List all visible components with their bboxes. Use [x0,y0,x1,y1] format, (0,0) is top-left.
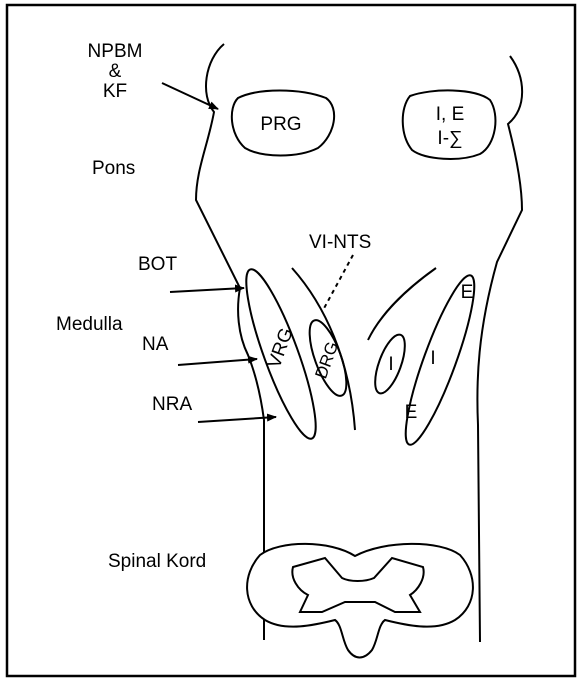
label-npbm: NPBM [88,41,143,62]
brainstem-outline-right [477,56,522,642]
label-ie-line2: I-∑ [437,128,462,149]
label-vi-nts: VI-NTS [309,232,371,253]
label-e-top: E [461,282,474,303]
label-i-mid: I [430,348,435,369]
label-na: NA [142,334,169,355]
label-e-bottom: E [405,402,418,423]
label-drg: DRG [311,339,342,381]
label-bot: BOT [138,254,177,275]
arrow-bot [170,288,244,292]
label-pons: Pons [92,158,135,179]
arrow-npbm-kf [162,83,218,109]
medulla-curve-right [368,268,436,340]
label-prg: PRG [260,114,301,135]
label-nra: NRA [152,394,192,415]
label-ampersand: & [109,61,122,82]
arrow-na [178,359,257,365]
label-spinal-kord: Spinal Kord [108,551,206,572]
label-i-left: I [388,354,393,375]
label-kf: KF [103,81,127,102]
label-medulla: Medulla [56,314,123,335]
label-vrg: VRG [264,325,298,371]
label-ie-line1: I, E [436,104,465,125]
vints-pointer [322,255,353,312]
